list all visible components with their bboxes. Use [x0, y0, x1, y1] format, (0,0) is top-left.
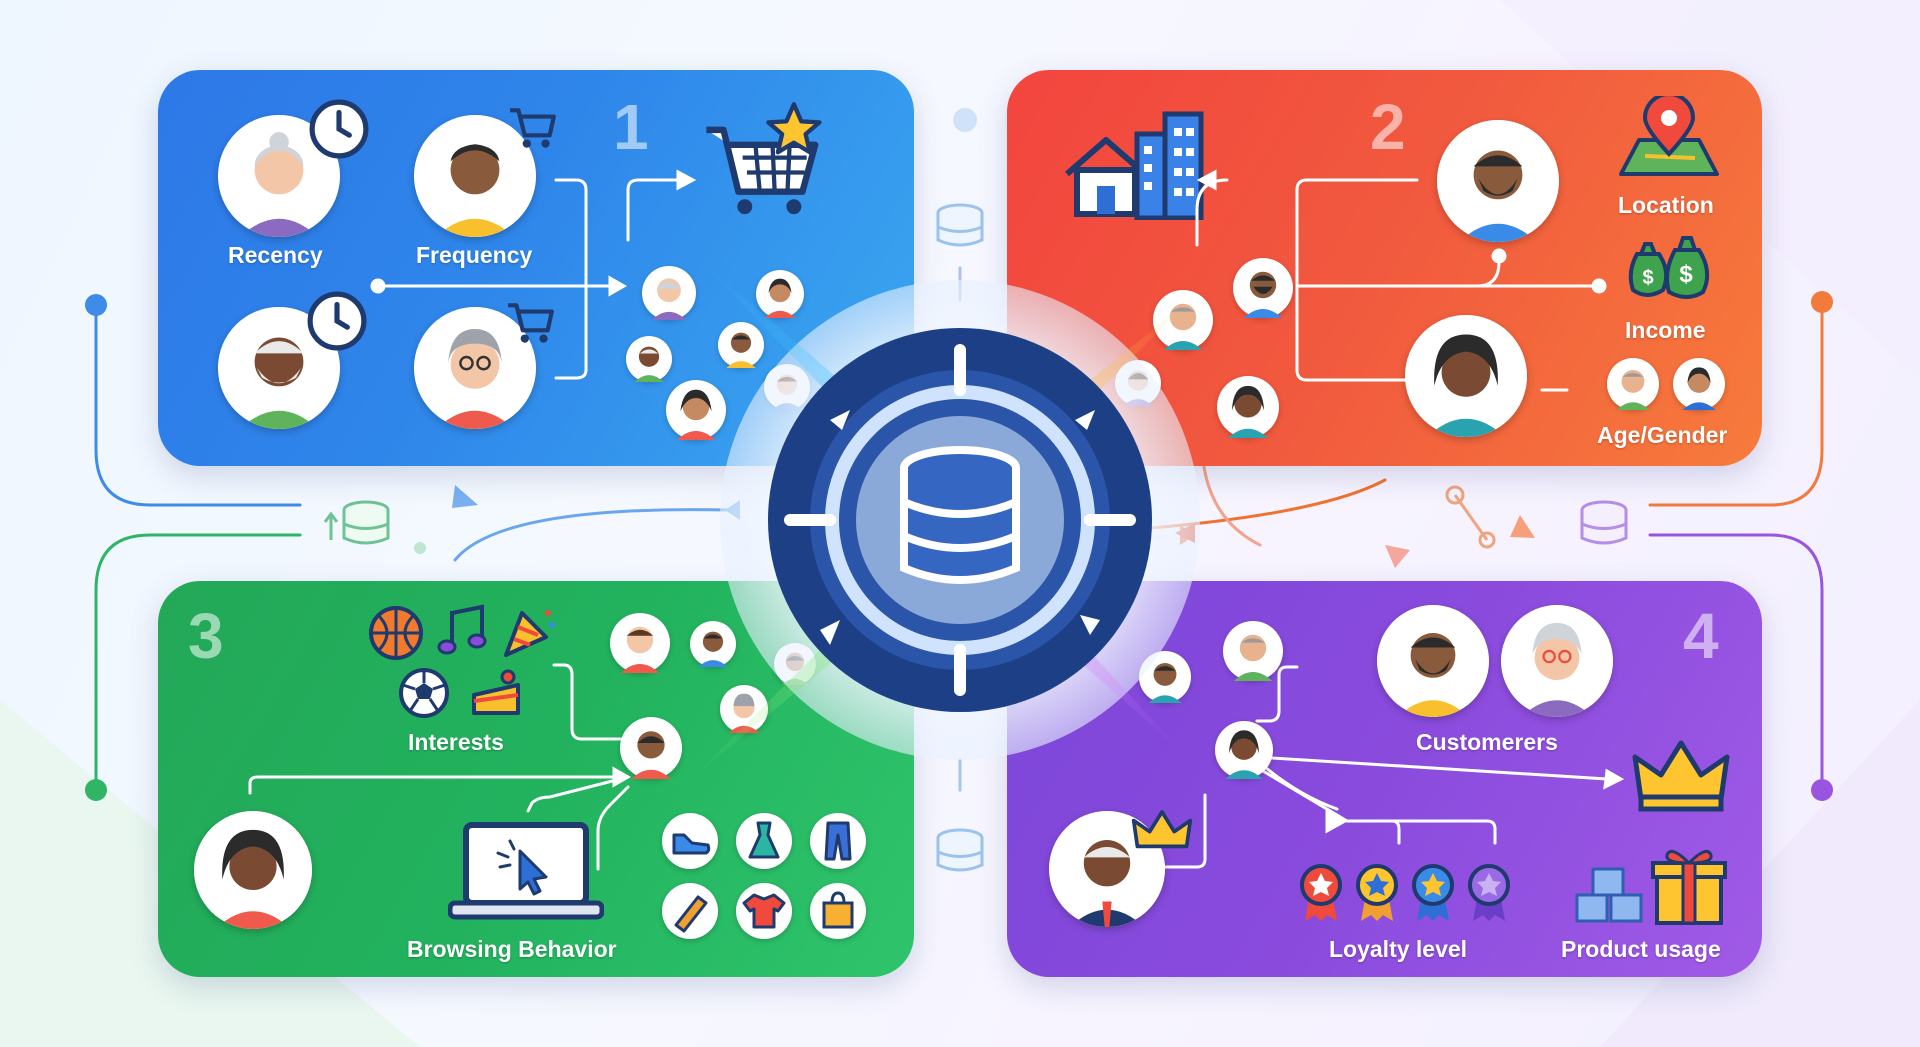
avatar [1501, 605, 1613, 717]
avatar-small [764, 364, 810, 410]
browsing-behavior-label: Browsing Behavior [407, 936, 617, 962]
recency-label: Recency [228, 242, 323, 268]
avatar-small [642, 266, 696, 320]
panel-number: 2 [1370, 91, 1406, 163]
crown-icon [1631, 735, 1731, 813]
panel-number: 1 [613, 91, 649, 163]
avatar-small [1673, 358, 1725, 410]
cart-star-icon [700, 100, 828, 228]
location-label: Location [1618, 192, 1714, 218]
medal-icon [1353, 861, 1401, 923]
avatar [218, 115, 340, 237]
cake-icon [468, 665, 524, 721]
database-icon [936, 203, 984, 247]
avatar-small [774, 643, 816, 685]
panel-connector-lines [370, 169, 697, 380]
avatar-small [1223, 621, 1283, 681]
clock-icon [306, 290, 368, 352]
customers-label: Customerers [1416, 729, 1558, 755]
shopping-cart-icon [506, 102, 558, 154]
panel-rfm: 1 Recency Frequency [158, 70, 914, 466]
music-note-icon [434, 603, 490, 659]
building-icon [1129, 100, 1207, 220]
avatar-small [1217, 376, 1279, 438]
product-usage-label: Product usage [1561, 936, 1721, 962]
avatar [414, 115, 536, 237]
house-icon [1061, 130, 1151, 220]
database-icon [900, 446, 1020, 584]
pants-icon [810, 813, 866, 869]
interests-label: Interests [408, 729, 504, 755]
avatar-small [1115, 360, 1161, 406]
dress-icon [736, 813, 792, 869]
panel-behavioral: 4 Customerers [1007, 581, 1762, 977]
panel-number: 4 [1683, 600, 1719, 672]
money-bag-icon: $$ [1623, 232, 1719, 302]
avatar-small [610, 613, 670, 673]
svg-text:$: $ [1679, 261, 1693, 288]
shopping-cart-icon [504, 297, 556, 349]
avatar-small [1153, 290, 1213, 350]
shirt-icon [736, 883, 792, 939]
avatar-small [1215, 721, 1273, 779]
soccer-ball-icon [398, 667, 450, 719]
boxes-icon [1573, 865, 1645, 925]
shopping-bag-icon [810, 883, 866, 939]
map-pin-icon [1615, 96, 1723, 186]
panel-psychographics: 3 Interests Browsing Behavior [158, 581, 914, 977]
cursor-icon [490, 837, 554, 897]
party-popper-icon [500, 603, 558, 661]
avatar-small [1139, 651, 1191, 703]
avatar-small [1233, 258, 1293, 318]
avatar-small [690, 621, 736, 667]
clock-icon [308, 98, 370, 160]
medal-icon [1409, 861, 1457, 923]
avatar-small [720, 685, 768, 733]
panel-number: 3 [188, 600, 224, 672]
basketball-icon [368, 605, 424, 661]
avatar [1377, 605, 1489, 717]
svg-text:$: $ [1642, 267, 1653, 289]
avatar-small [620, 717, 682, 779]
avatar-small [626, 336, 672, 382]
avatar [414, 307, 536, 429]
avatar [194, 811, 312, 929]
avatar [1405, 315, 1527, 437]
income-label: Income [1625, 317, 1706, 343]
sneaker-icon [662, 813, 718, 869]
age-gender-label: Age/Gender [1597, 422, 1728, 448]
avatar-small [756, 270, 804, 318]
loyalty-level-label: Loyalty level [1329, 936, 1468, 962]
medal-icon [1465, 861, 1513, 923]
avatar-small [1607, 358, 1659, 410]
gift-icon [1651, 843, 1727, 927]
avatar-small [718, 322, 764, 368]
avatar-small [666, 380, 726, 440]
crown-icon [1131, 807, 1193, 855]
medal-icon [1297, 861, 1345, 923]
panel-demographics: 2 Location $$ Income Age/Gender [1007, 70, 1762, 466]
brush-icon [662, 883, 718, 939]
panel-connector-lines [248, 663, 632, 871]
avatar [1437, 120, 1559, 242]
frequency-label: Frequency [416, 242, 533, 268]
panel-connector-lines [1195, 169, 1607, 392]
